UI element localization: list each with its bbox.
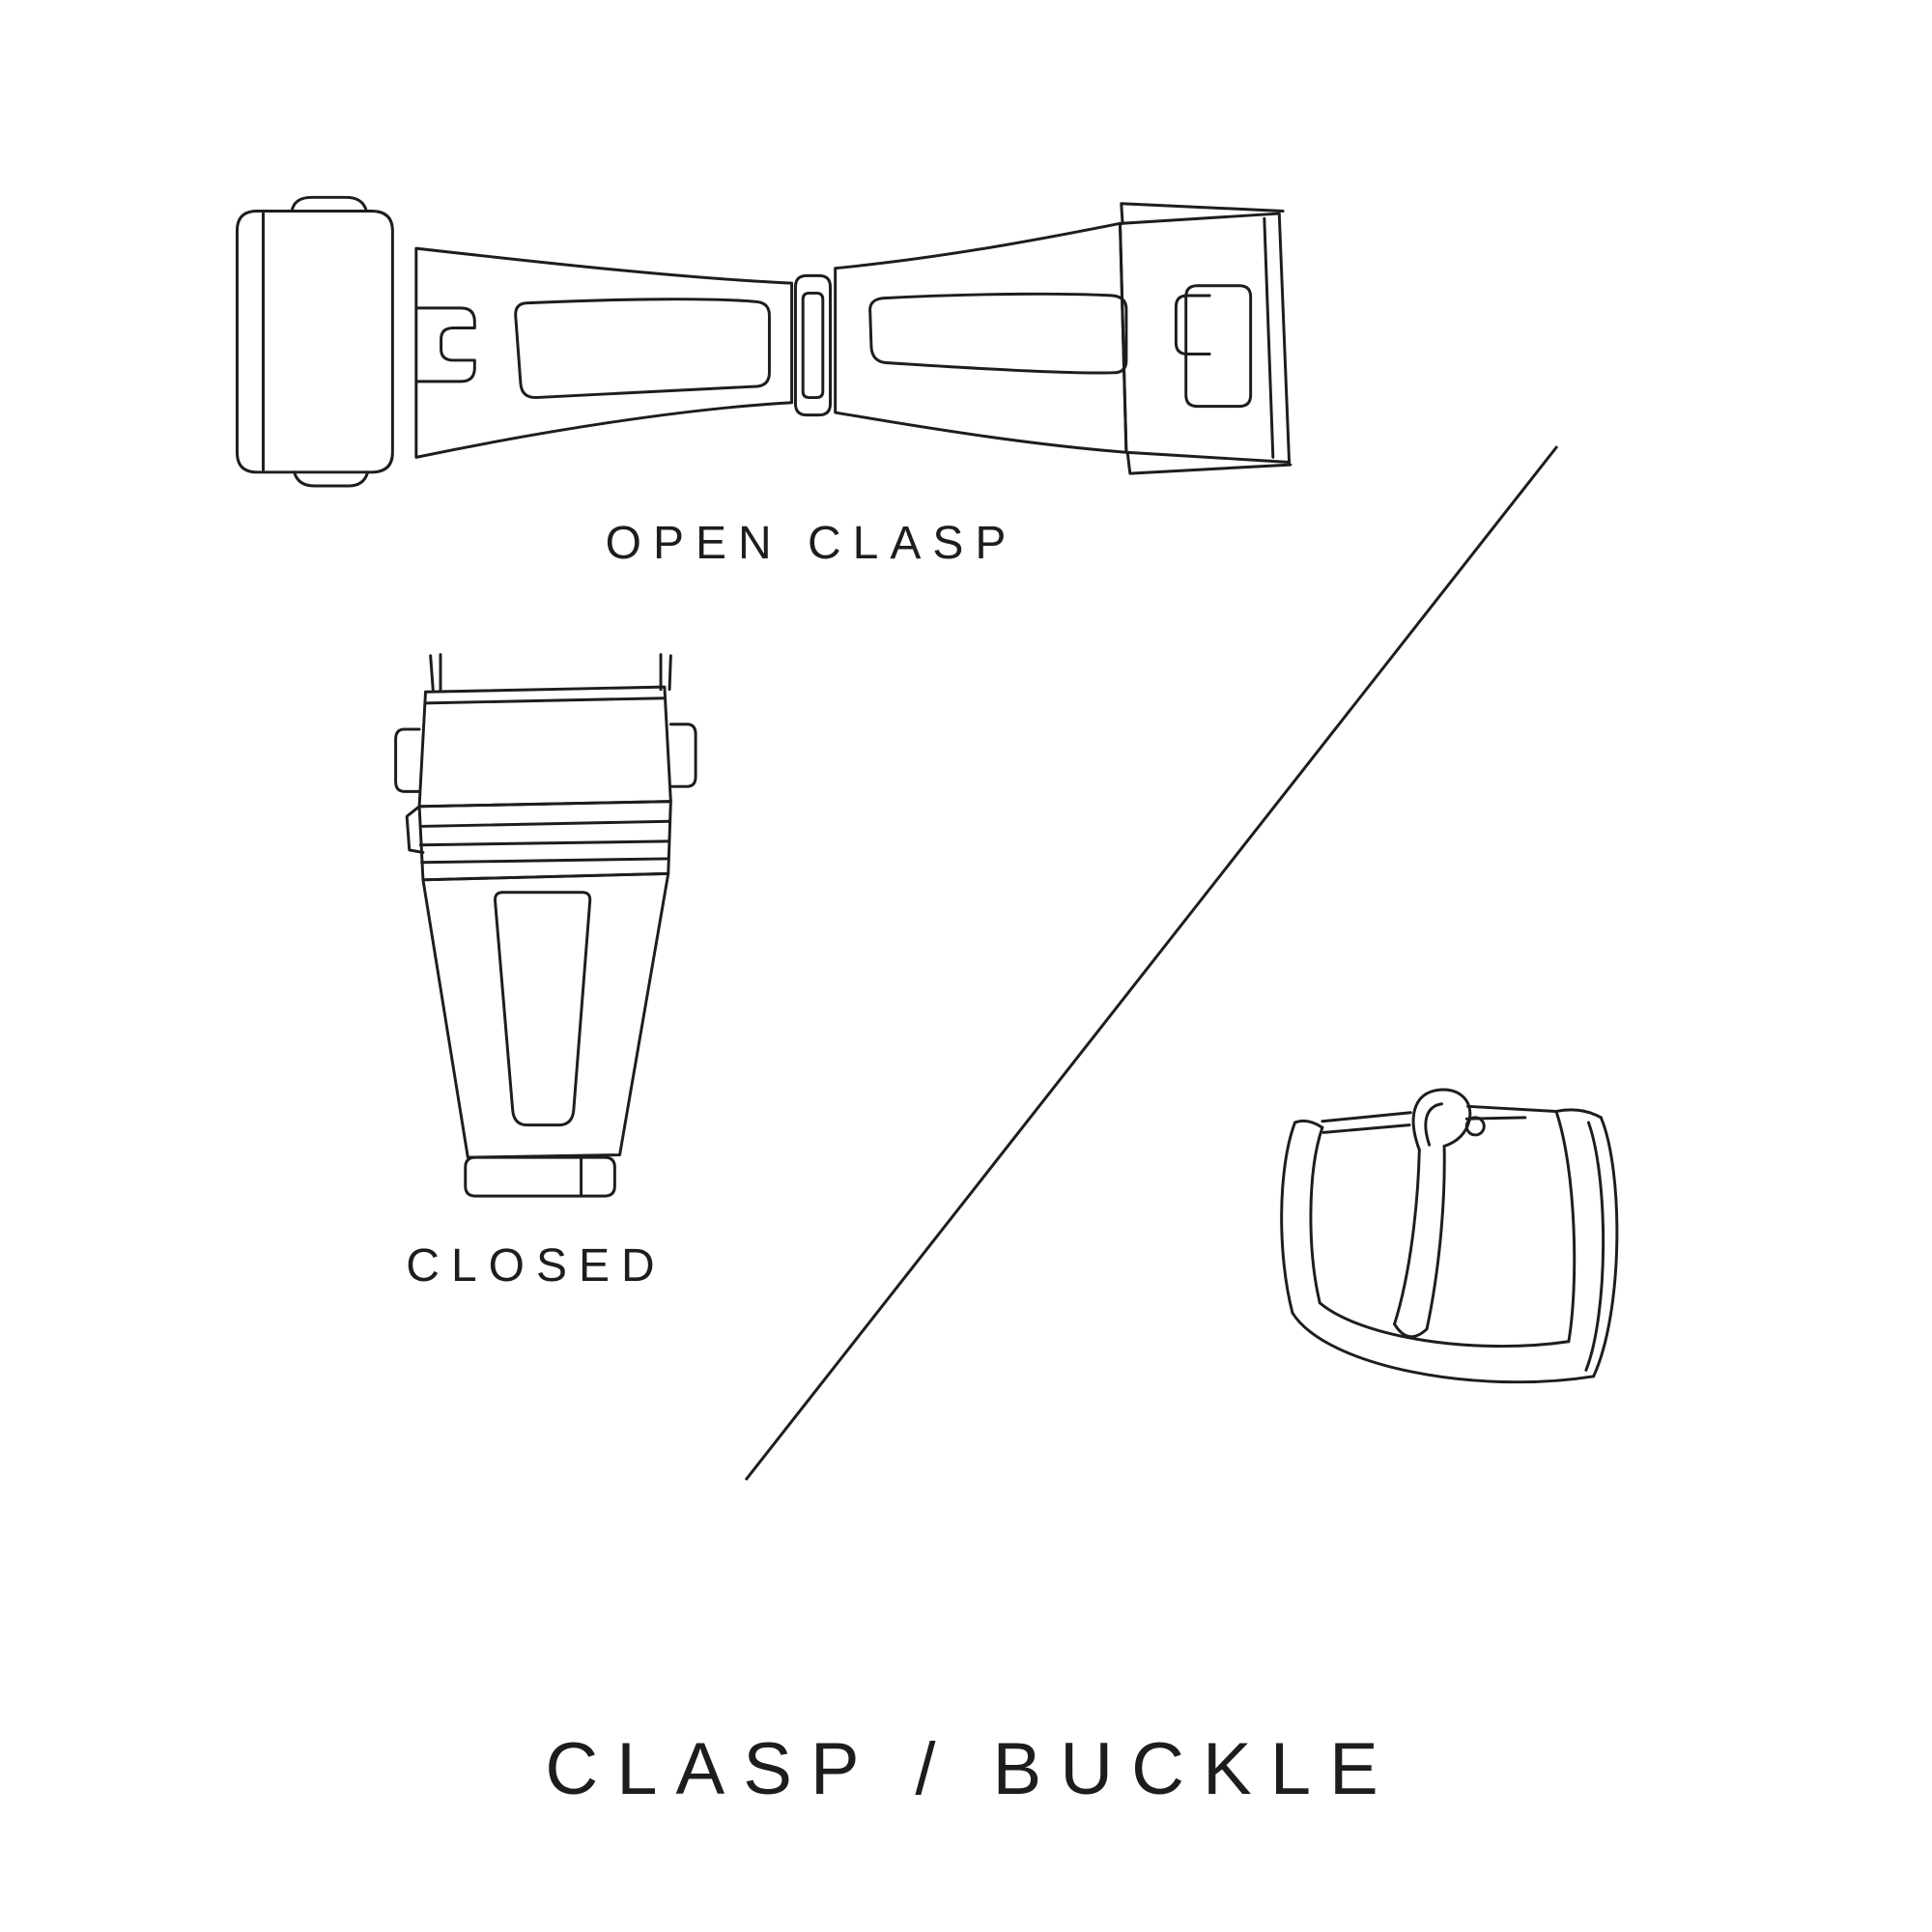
open-clasp-left-arm (414, 246, 794, 459)
closed-clasp-top-block (394, 685, 697, 809)
page-title: CLASP / BUCKLE (545, 1728, 1397, 1810)
closed-clasp-body (421, 871, 670, 1159)
open-clasp-illustration (235, 195, 1293, 488)
closed-clasp-illustration (394, 653, 697, 1198)
open-clasp-right-arm (834, 221, 1128, 454)
buckle-spring-bar (1321, 1104, 1558, 1137)
closed-clasp-bottom-link (464, 1155, 616, 1198)
closed-clasp-label: CLOSED (406, 1240, 667, 1292)
buckle-illustration (1280, 1088, 1619, 1384)
buckle-tongue (1393, 1088, 1472, 1339)
buckle-frame (1280, 1108, 1619, 1384)
open-clasp-center-hinge (793, 273, 832, 417)
open-clasp-label: OPEN CLASP (605, 518, 1018, 569)
closed-clasp-top-pins (429, 653, 672, 692)
closed-clasp-band-section (405, 800, 672, 882)
open-clasp-right-end-link (1118, 202, 1293, 475)
open-clasp-left-end-link (235, 195, 394, 488)
